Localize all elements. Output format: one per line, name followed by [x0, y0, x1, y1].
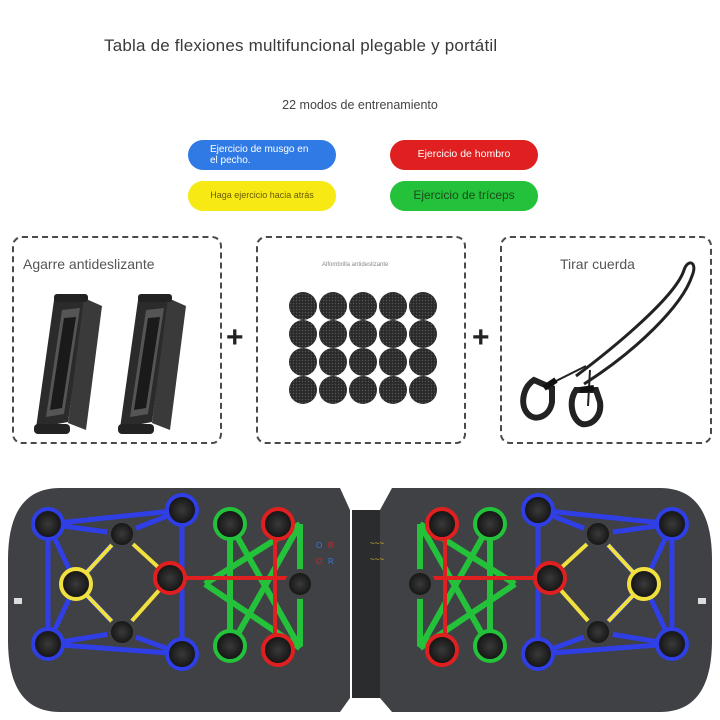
- plus-sign-2: +: [472, 321, 490, 354]
- pads-label: Alfombrilla antideslizante: [322, 262, 389, 268]
- legend-back-pill: Haga ejercicio hacia atrás: [188, 181, 336, 211]
- legend-chest-pill: Ejercicio de musgo en el pecho.: [188, 140, 336, 170]
- plus-sign-1: +: [226, 321, 244, 354]
- rope-box: Tirar cuerda: [500, 236, 712, 444]
- svg-text:O: O: [316, 541, 322, 550]
- legend-triceps-pill: Ejercicio de tríceps: [390, 181, 538, 211]
- svg-text:~~~: ~~~: [370, 539, 384, 548]
- grip-box: Agarre antideslizante: [12, 236, 222, 444]
- page-title: Tabla de flexiones multifuncional plegab…: [104, 36, 498, 55]
- grip-label: Agarre antideslizante: [23, 256, 155, 272]
- pull-rope-icon: [520, 261, 696, 428]
- pads-box: Alfombrilla antideslizante: [256, 236, 466, 444]
- svg-text:R: R: [328, 557, 334, 566]
- rope-label: Tirar cuerda: [560, 256, 635, 272]
- legend-shoulder-pill: Ejercicio de hombro: [390, 140, 538, 170]
- svg-text:O: O: [316, 557, 322, 566]
- svg-text:R: R: [328, 541, 334, 550]
- training-modes-subtitle: 22 modos de entrenamiento: [282, 98, 438, 112]
- svg-text:~~~: ~~~: [370, 555, 384, 564]
- antislip-pads-icon: [289, 292, 437, 404]
- pushup-handle-icon: [34, 294, 186, 434]
